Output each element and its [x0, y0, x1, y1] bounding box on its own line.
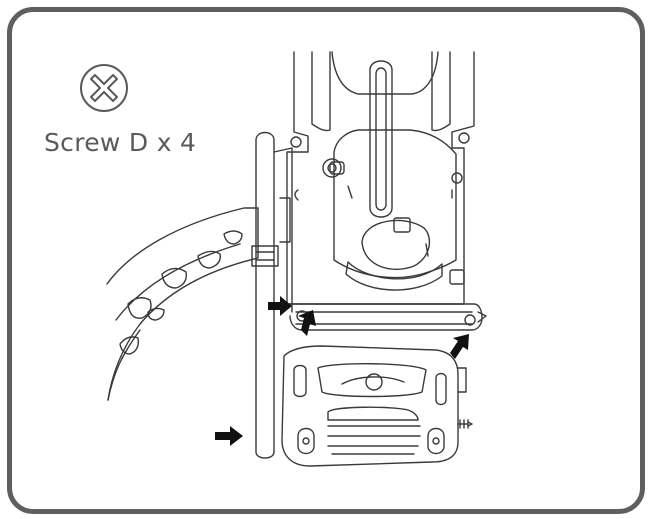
phillips-screw-head-icon	[80, 64, 128, 112]
wheel-tire	[106, 207, 259, 401]
arrow-right-upper	[268, 296, 292, 316]
lower-panel	[281, 345, 473, 467]
assembly-illustration	[106, 51, 487, 467]
instruction-panel: Screw D x 4	[7, 7, 645, 514]
side-bracket	[251, 131, 293, 459]
arrow-up-right	[450, 334, 469, 359]
arrow-right-lower	[215, 426, 243, 446]
bottom-rail	[283, 303, 487, 331]
fastener-label: Screw D x 4	[44, 128, 197, 157]
back-plate	[286, 51, 475, 305]
arrow-up-left	[298, 310, 316, 336]
